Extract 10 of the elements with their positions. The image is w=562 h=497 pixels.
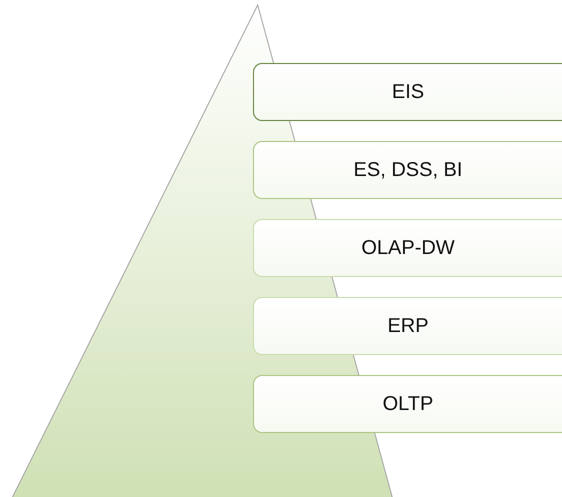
level-box	[253, 219, 562, 277]
level-box	[253, 63, 562, 121]
level-label: ES, DSS, BI	[354, 158, 462, 182]
level-box	[253, 375, 562, 433]
level-label: ERP	[387, 314, 429, 338]
level-box	[253, 141, 562, 199]
level-box	[253, 297, 562, 355]
level-label: EIS	[392, 80, 424, 104]
level-label: OLAP-DW	[361, 236, 455, 260]
level-label: OLTP	[382, 392, 434, 416]
